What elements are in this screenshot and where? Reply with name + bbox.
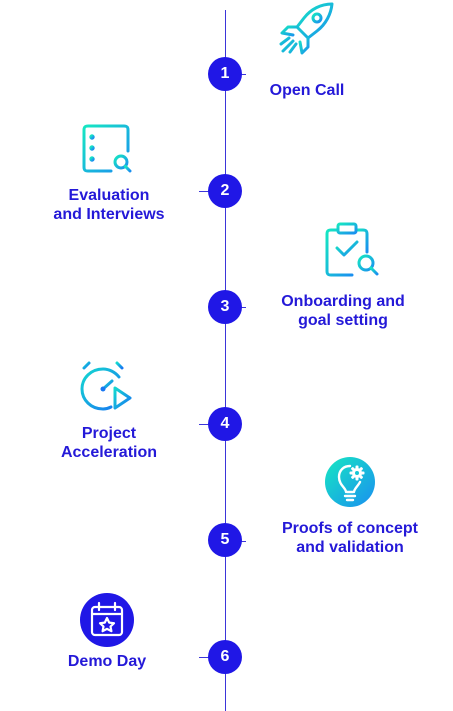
stopwatch-play-icon: [80, 361, 132, 411]
lightbulb-gear-icon: [325, 457, 375, 507]
step-3-node: 3: [208, 290, 242, 324]
step-1-label: Open Call: [269, 82, 345, 99]
timeline-tick: [199, 191, 209, 192]
step-2-label: Evaluation and Interviews: [53, 187, 165, 223]
timeline-line: [225, 10, 226, 711]
rocket-icon: [279, 2, 334, 55]
step-1-node: 1: [208, 57, 242, 91]
step-3-label: Onboarding and goal setting: [281, 293, 405, 329]
timeline-tick: [199, 657, 209, 658]
document-search-icon: [82, 124, 132, 173]
timeline-tick: [199, 424, 209, 425]
step-4-node: 4: [208, 407, 242, 441]
step-4-label: Project Acceleration: [60, 425, 158, 461]
step-5-label: Proofs of concept and validation: [281, 520, 418, 556]
step-5-node: 5: [208, 523, 242, 557]
step-6-node: 6: [208, 640, 242, 674]
step-6-label: Demo Day: [67, 653, 147, 670]
calendar-star-icon: [80, 593, 134, 647]
clipboard-check-search-icon: [325, 222, 379, 277]
step-2-node: 2: [208, 174, 242, 208]
